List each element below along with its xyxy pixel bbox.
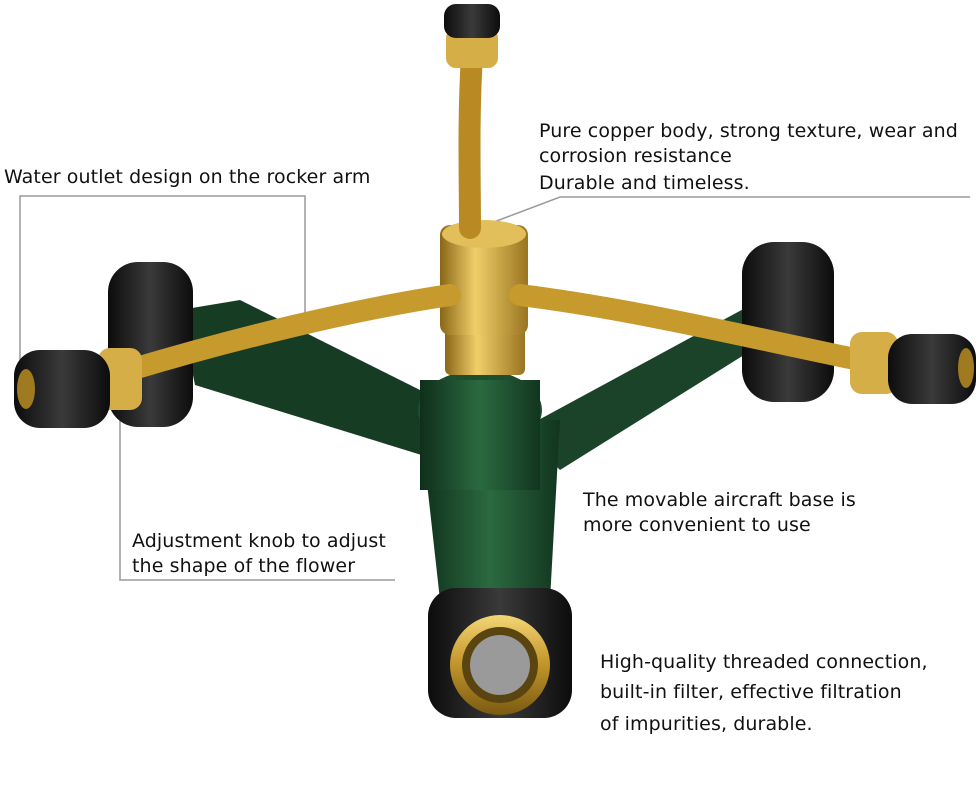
- brass-arms: [119, 44, 871, 381]
- nozzle-top: [444, 4, 500, 68]
- leader-knob: [119, 400, 395, 581]
- callout-connection-line3: of impurities, durable.: [600, 713, 813, 735]
- callout-knob-line2: the shape of the flower: [132, 555, 356, 577]
- callout-connection-line1: High-quality threaded connection,: [600, 651, 928, 673]
- threaded-inlet: [428, 588, 572, 718]
- callout-copper-body-line3: Durable and timeless.: [539, 172, 750, 194]
- nozzle-right: [850, 332, 976, 404]
- callout-knob-line1: Adjustment knob to adjust: [132, 530, 386, 552]
- brass-hub: [440, 220, 528, 375]
- leader-copper-body: [477, 196, 970, 229]
- leader-lines: [19, 195, 970, 581]
- callout-base-line1: The movable aircraft base is: [583, 489, 856, 511]
- callout-base-line2: more convenient to use: [583, 514, 811, 536]
- callout-rocker-arm: Water outlet design on the rocker arm: [4, 166, 371, 188]
- leader-rocker-arm: [19, 195, 306, 370]
- callout-copper-body-line1: Pure copper body, strong texture, wear a…: [539, 120, 958, 142]
- wheel-right: [742, 242, 834, 402]
- callout-connection-line2: built-in filter, effective filtration: [600, 681, 902, 703]
- callout-copper-body-line2: corrosion resistance: [539, 145, 732, 167]
- nozzle-left: [14, 348, 142, 428]
